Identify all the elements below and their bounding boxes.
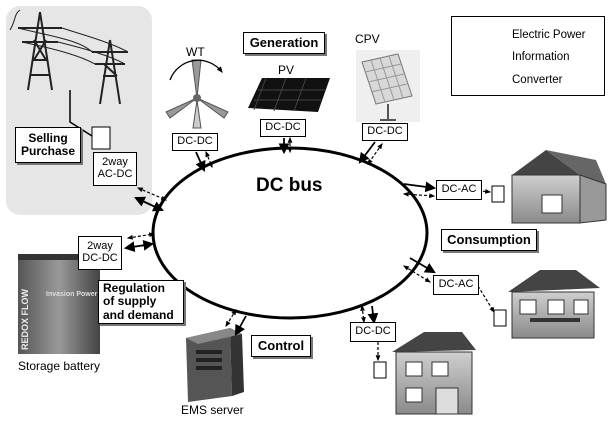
control-label: Control <box>251 335 311 357</box>
cpv-label: CPV <box>355 32 380 46</box>
battery-system-text: Invasion Power System <box>46 291 124 298</box>
grid-converter-line2: AC-DC <box>97 168 133 180</box>
generation-label: Generation <box>243 32 325 54</box>
house-2-icon <box>493 270 600 339</box>
consumption-label: Consumption <box>441 229 537 251</box>
cpv-converter: DC-DC <box>362 123 408 141</box>
house-3-icon <box>373 332 476 415</box>
ems-server-caption: EMS server <box>181 403 244 417</box>
pv-converter: DC-DC <box>260 119 306 137</box>
regulation-line1: Regulation <box>103 281 165 296</box>
dc-bus-label: DC bus <box>256 175 323 196</box>
regulation-label: Regulation of supply and demand <box>98 280 184 324</box>
house1-converter: DC-AC <box>436 180 482 200</box>
storage-converter: 2way DC-DC <box>78 236 122 270</box>
ems-server-icon <box>186 328 244 402</box>
power-tower-icon <box>9 9 129 105</box>
legend-converter: Converter <box>512 74 563 86</box>
legend-information: Information <box>512 51 570 63</box>
storage-battery-icon: REDOX FLOW Invasion Power System <box>18 254 124 354</box>
grid-converter-line1: 2way <box>102 156 128 169</box>
house-1-icon <box>491 150 607 224</box>
storage-battery-caption: Storage battery <box>18 359 101 373</box>
purchase-label: Purchase <box>20 144 76 158</box>
grid-meter-icon <box>91 126 111 150</box>
legend-electric-power: Electric Power <box>512 29 586 41</box>
legend-box: Electric Power Information Converter <box>451 16 605 96</box>
pv-panel-icon <box>248 77 330 112</box>
battery-brand-text: REDOX FLOW <box>20 288 30 350</box>
wt-converter: DC-DC <box>172 133 218 151</box>
wind-turbine-icon <box>165 59 229 129</box>
selling-purchase-label: Selling Purchase <box>15 127 81 163</box>
cpv-icon <box>356 50 420 122</box>
dc-bus-ellipse <box>151 146 429 320</box>
storage-converter-line1: 2way <box>87 240 113 253</box>
selling-label: Selling <box>28 130 68 145</box>
regulation-line3: and demand <box>103 307 174 322</box>
storage-converter-line2: DC-DC <box>82 252 118 264</box>
wt-label: WT <box>186 45 205 59</box>
house2-converter: DC-AC <box>433 275 479 295</box>
pv-label: PV <box>278 63 295 77</box>
grid-converter: 2way AC-DC <box>93 152 137 186</box>
regulation-line2: of supply <box>103 294 157 309</box>
house3-converter: DC-DC <box>350 322 396 342</box>
